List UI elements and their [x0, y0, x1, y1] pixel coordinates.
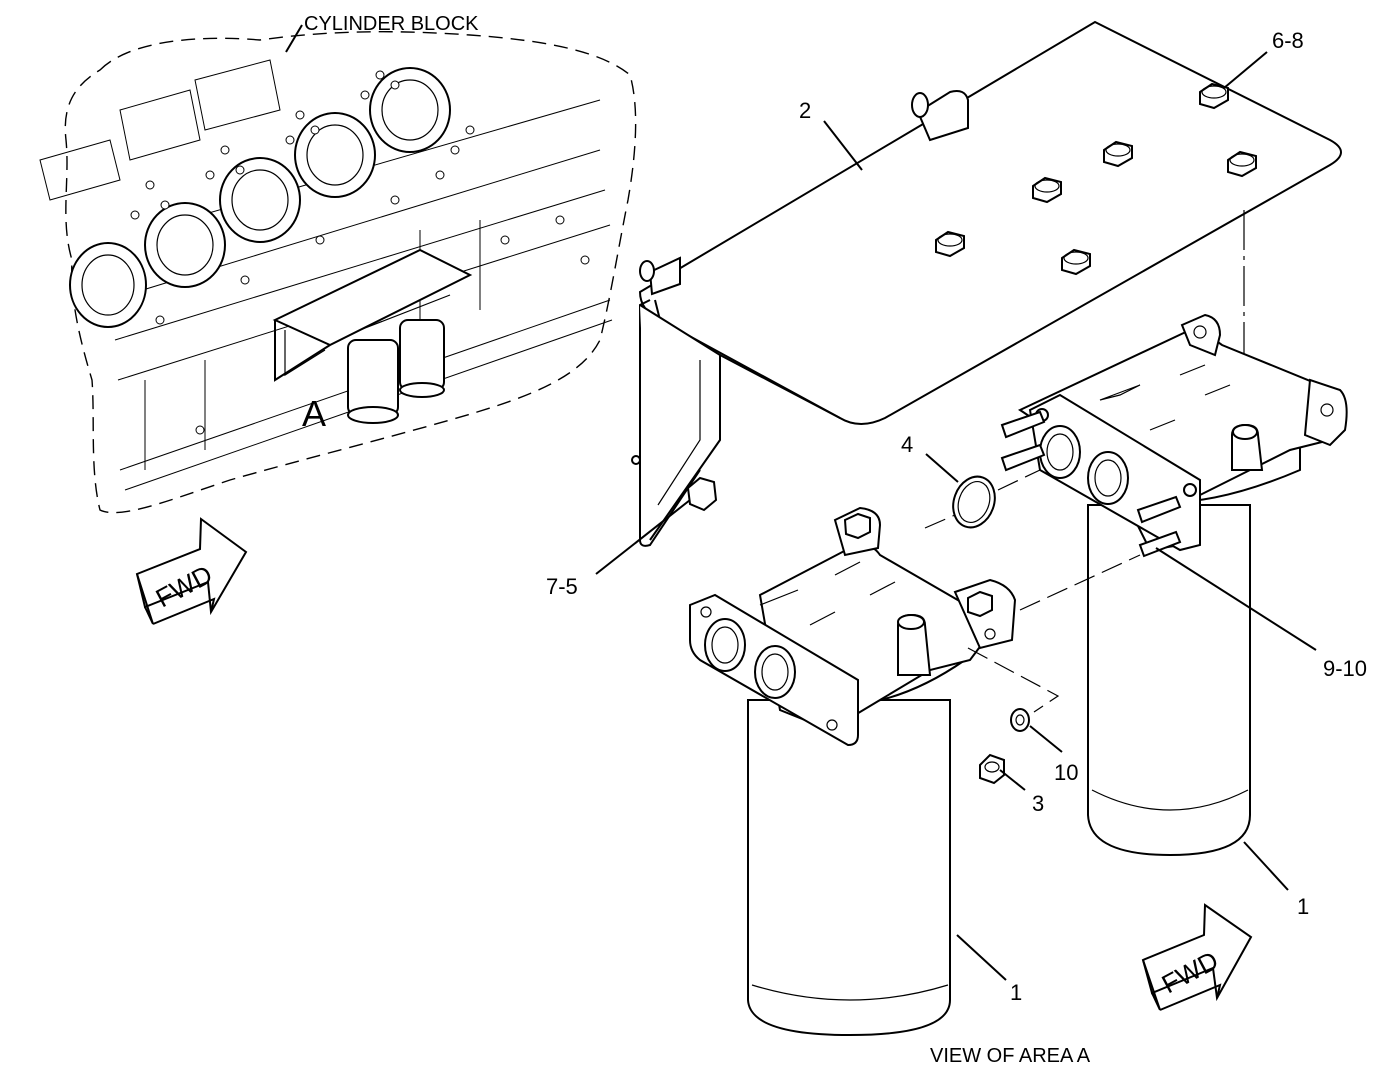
callout-1-left: 1	[1010, 980, 1022, 1005]
mounting-bracket	[631, 20, 1342, 547]
filter-left	[689, 506, 1017, 1037]
view-caption: VIEW OF AREA A	[930, 1045, 1091, 1067]
callout-leaders	[595, 51, 1317, 981]
callout-7-5: 7-5	[546, 574, 578, 599]
fwd-arrow-bottom: FWD	[1141, 903, 1253, 1011]
nut	[979, 753, 1005, 785]
cylinder-block-leader	[285, 24, 303, 53]
fwd-arrow-top: FWD	[135, 517, 248, 625]
cylinder-block-overview: CYLINDER BLOCK A FWD	[39, 13, 637, 625]
callout-6-8: 6-8	[1272, 28, 1304, 53]
callout-3: 3	[1032, 791, 1044, 816]
area-marker-a: A	[302, 393, 326, 434]
bracket-side-bolt	[686, 476, 718, 512]
block-bolt-holes	[130, 70, 590, 435]
block-filter-assembly	[272, 248, 473, 424]
callout-10: 10	[1054, 760, 1078, 785]
cylinder-block-label: CYLINDER BLOCK	[304, 13, 479, 35]
callout-4: 4	[901, 432, 913, 457]
area-a-view: 6-8 2 4 7-5 9-10 10 3 1 1 FWD VIEW OF AR…	[546, 20, 1367, 1067]
block-phantom-outline	[64, 31, 637, 514]
callout-1-right: 1	[1297, 894, 1309, 919]
filter-right	[1000, 313, 1348, 857]
cylinder-bores	[69, 67, 451, 328]
plate-bolts	[935, 82, 1257, 276]
callout-2: 2	[799, 98, 811, 123]
callout-9-10: 9-10	[1323, 656, 1367, 681]
washer	[1010, 708, 1030, 732]
